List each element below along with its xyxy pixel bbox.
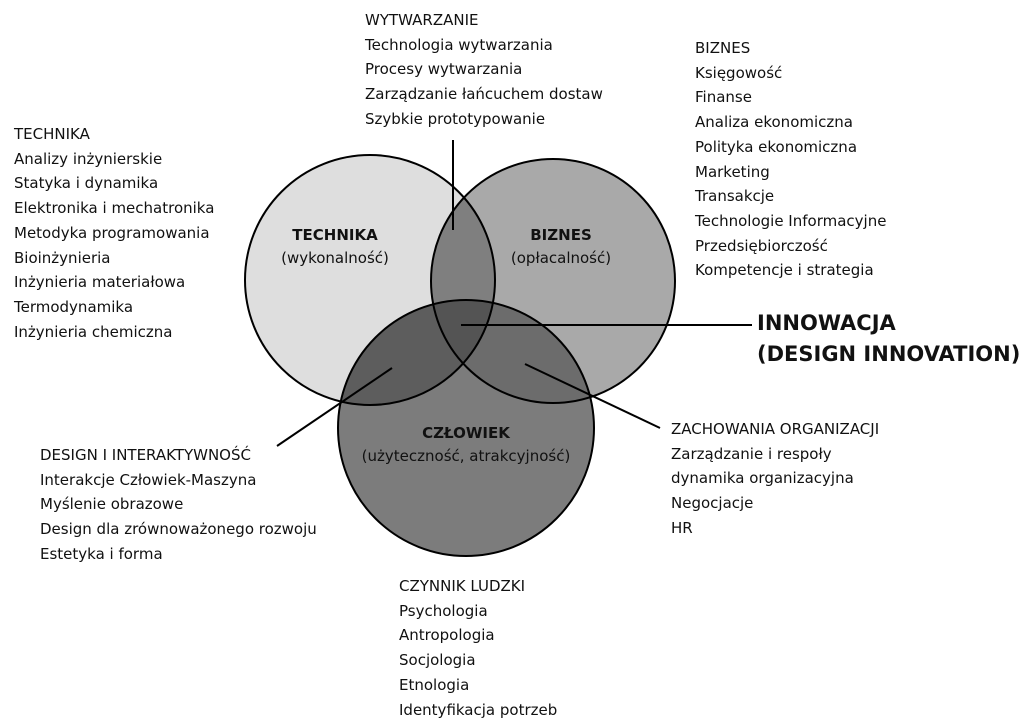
label-technika: TECHNIKA (wykonalność) — [281, 224, 389, 270]
biznes-item: Polityka ekonomiczna — [695, 137, 858, 156]
outline-biznes — [430, 158, 676, 404]
technika-item: Analizy inżynierskie — [14, 149, 163, 168]
overlap-technika-czlowiek — [338, 300, 495, 405]
czlowiek-title: CZŁOWIEK — [422, 424, 510, 442]
czynnik-item: Antropologia — [399, 626, 495, 645]
czlowiek-subtitle: (użyteczność, atrakcyjność) — [361, 447, 571, 465]
block-zachowania: ZACHOWANIA ORGANIZACJI Zarządzanie i res… — [671, 417, 879, 541]
block-wytwarzanie: WYTWARZANIE Technologia wytwarzania Proc… — [365, 8, 603, 132]
technika-item: Statyka i dynamika — [14, 174, 159, 193]
design-item: Design dla zrównoważonego rozwoju — [40, 520, 317, 539]
biznes-item: Finanse — [695, 88, 752, 107]
connector-design — [276, 367, 393, 447]
label-biznes: BIZNES (opłacalność) — [511, 224, 611, 270]
outline-technika — [244, 154, 496, 406]
czynnik-item: Identyfikacja potrzeb — [399, 700, 558, 719]
technika-item: Inżynieria chemiczna — [14, 322, 173, 341]
design-item: Myślenie obrazowe — [40, 495, 184, 514]
biznes-item: Księgowość — [695, 63, 783, 82]
block-czynnik-ludzki: CZYNNIK LUDZKI Psychologia Antropologia … — [399, 574, 557, 722]
zachowania-item: Negocjacje — [671, 494, 754, 513]
zachowania-item: Zarządzanie i respoły — [671, 444, 832, 463]
design-heading: DESIGN I INTERAKTYWNOŚĆ — [40, 446, 251, 464]
innovation-title: INNOWACJA — [757, 311, 896, 335]
connector-zachowania — [524, 363, 661, 429]
wytwarzanie-heading: WYTWARZANIE — [365, 11, 479, 29]
czynnik-item: Socjologia — [399, 651, 476, 670]
biznes-item: Transakcje — [695, 187, 775, 206]
biznes-title: BIZNES — [530, 226, 592, 244]
wytwarzanie-item: Procesy wytwarzania — [365, 60, 523, 79]
biznes-item: Kompetencje i strategia — [695, 261, 874, 280]
czynnik-item: Psychologia — [399, 601, 488, 620]
zachowania-item: HR — [671, 518, 693, 537]
technika-heading: TECHNIKA — [14, 125, 90, 143]
czynnik-item: Etnologia — [399, 675, 470, 694]
design-item: Estetyka i forma — [40, 544, 163, 563]
wytwarzanie-item: Technologia wytwarzania — [365, 35, 553, 54]
technika-item: Metodyka programowania — [14, 223, 210, 242]
biznes-item: Marketing — [695, 162, 770, 181]
label-czlowiek: CZŁOWIEK (użyteczność, atrakcyjność) — [362, 422, 571, 468]
technika-item: Elektronika i mechatronika — [14, 199, 215, 218]
overlap-biznes-czlowiek — [431, 300, 594, 403]
block-technika: TECHNIKA Analizy inżynierskie Statyka i … — [14, 122, 214, 344]
wytwarzanie-item: Szybkie prototypowanie — [365, 109, 546, 128]
innovation-label: INNOWACJA (DESIGN INNOVATION) — [757, 308, 1020, 370]
wytwarzanie-item: Zarządzanie łańcuchem dostaw — [365, 85, 603, 104]
block-biznes: BIZNES Księgowość Finanse Analiza ekonom… — [695, 36, 886, 283]
technika-item: Bioinżynieria — [14, 248, 111, 267]
biznes-heading: BIZNES — [695, 39, 751, 57]
czynnik-heading: CZYNNIK LUDZKI — [399, 577, 526, 595]
zachowania-item: dynamika organizacyjna — [671, 469, 854, 488]
technika-item: Inżynieria materiałowa — [14, 273, 186, 292]
zachowania-heading: ZACHOWANIA ORGANIZACJI — [671, 420, 880, 438]
biznes-subtitle: (opłacalność) — [510, 249, 612, 267]
innovation-subtitle: (DESIGN INNOVATION) — [757, 342, 1021, 366]
biznes-item: Analiza ekonomiczna — [695, 113, 853, 132]
outline-czlowiek — [337, 299, 595, 557]
technika-item: Termodynamika — [14, 297, 134, 316]
technika-subtitle: (wykonalność) — [281, 249, 389, 267]
biznes-item: Technologie Informacyjne — [695, 211, 887, 230]
biznes-item: Przedsiębiorczość — [695, 236, 828, 255]
technika-title: TECHNIKA — [292, 226, 378, 244]
block-design: DESIGN I INTERAKTYWNOŚĆ Interakcje Człow… — [40, 443, 317, 567]
design-item: Interakcje Człowiek-Maszyna — [40, 470, 257, 489]
